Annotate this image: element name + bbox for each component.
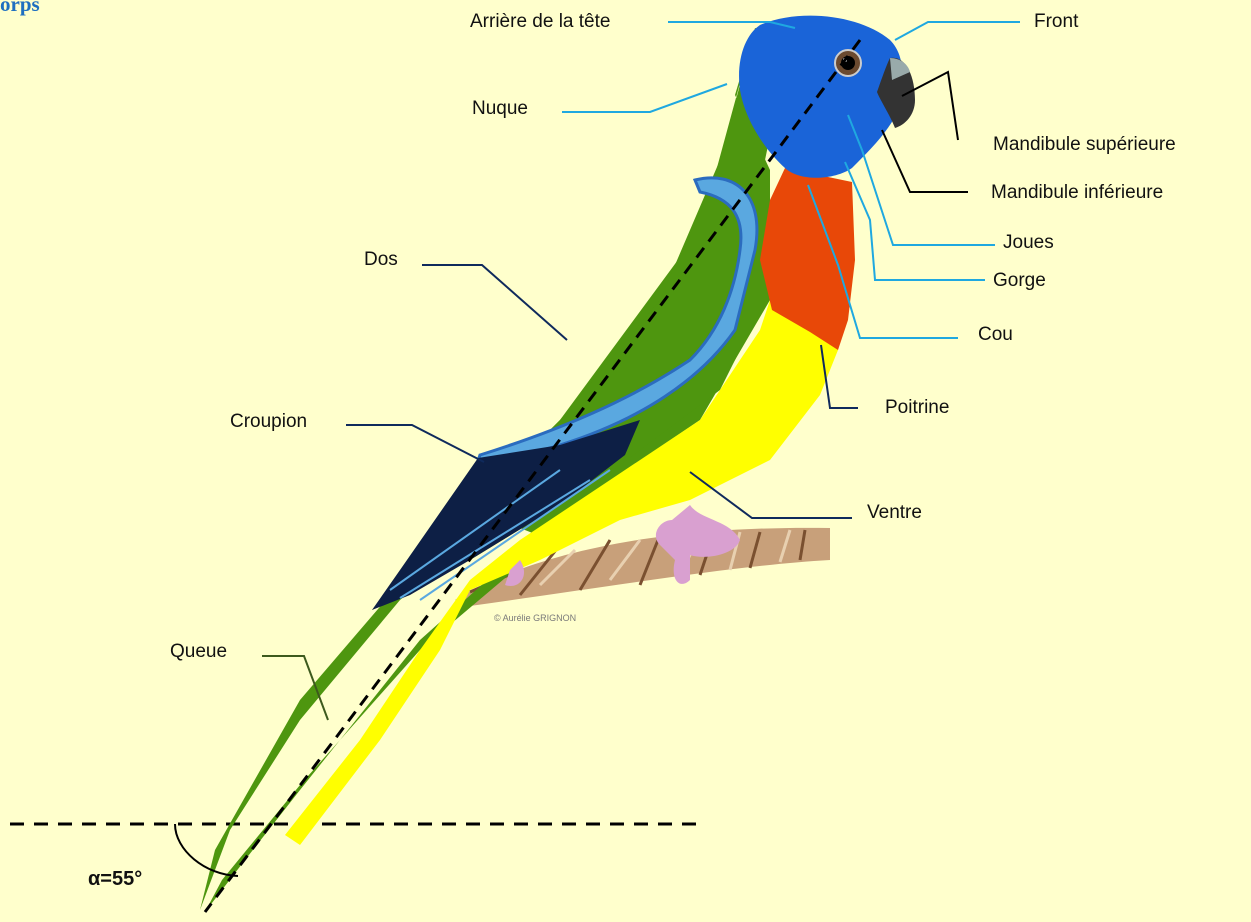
- label-front: Front: [1034, 12, 1078, 31]
- label-nuque: Nuque: [472, 99, 528, 118]
- label-joues: Joues: [1003, 233, 1054, 252]
- label-gorge: Gorge: [993, 271, 1046, 290]
- label-poitrine: Poitrine: [885, 398, 949, 417]
- image-credit: © Aurélie GRIGNON: [494, 613, 576, 623]
- label-dos: Dos: [364, 250, 398, 269]
- label-queue: Queue: [170, 642, 227, 661]
- label-arriere-tete: Arrière de la tête: [470, 12, 610, 31]
- label-mandibule-superieure: Mandibule supérieure: [993, 135, 1176, 154]
- label-mandibule-inferieure: Mandibule inférieure: [991, 183, 1163, 202]
- angle-label: α=55°: [88, 868, 142, 891]
- body-axis-line: [205, 40, 860, 912]
- label-ventre: Ventre: [867, 503, 922, 522]
- page-heading: orps: [0, 0, 40, 17]
- label-croupion: Croupion: [230, 412, 307, 431]
- label-cou: Cou: [978, 325, 1013, 344]
